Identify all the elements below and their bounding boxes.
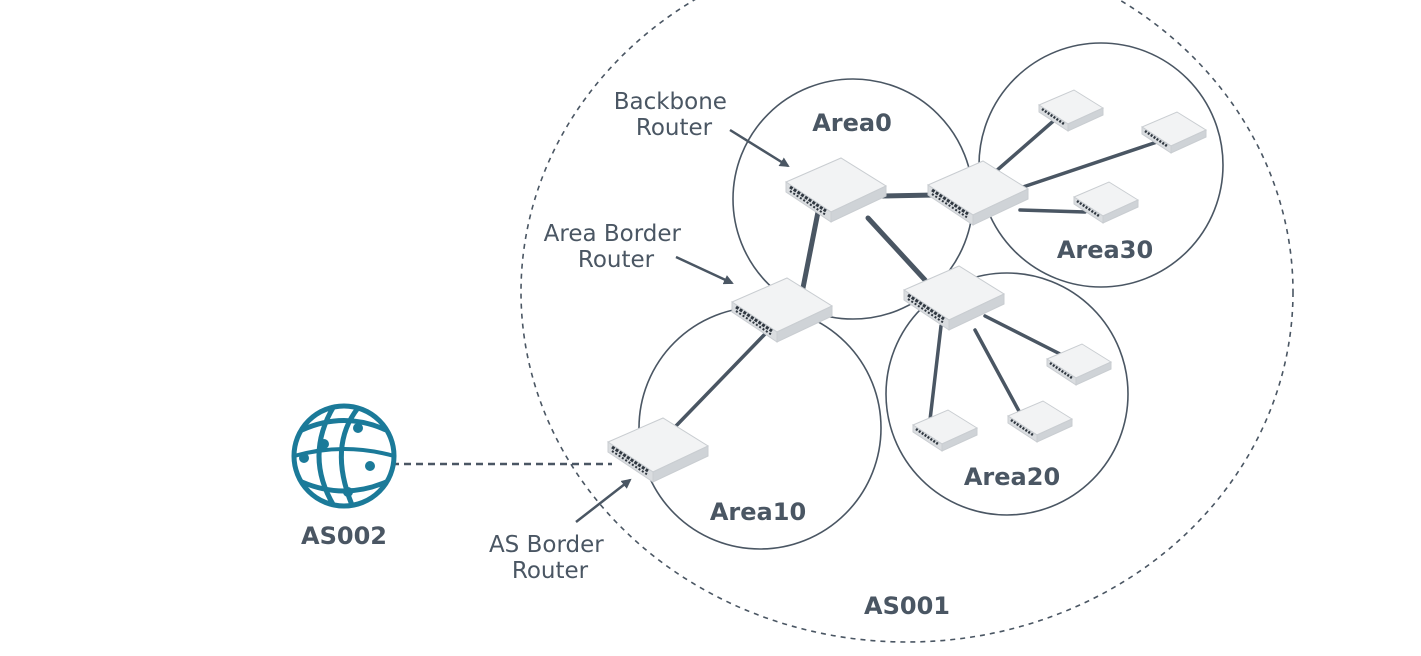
area-border-router-callout: Area Border Router <box>544 221 689 273</box>
as-border-router-arrow <box>575 478 632 523</box>
area0-label: Area0 <box>812 109 892 137</box>
area-border-router-arrow <box>675 255 734 285</box>
router-icon <box>730 276 834 344</box>
globe-icon <box>291 403 397 509</box>
link-area20-router-3 <box>928 324 943 422</box>
router-icon <box>606 416 710 484</box>
router-icon <box>1140 110 1208 155</box>
link-area-border-as-border <box>673 332 767 429</box>
area20-boundary <box>885 272 1129 516</box>
link-area30-router-3 <box>1018 208 1087 214</box>
as001-boundary <box>520 0 1294 643</box>
backbone-router-arrow <box>729 128 790 168</box>
router-icon <box>926 159 1030 227</box>
link-area20-router-1 <box>983 314 1070 360</box>
link-backbone-area0-area30 <box>877 192 938 199</box>
link-backbone-area-border <box>799 209 821 296</box>
as-border-router-callout: AS Border Router <box>489 532 611 584</box>
link-area30-router-2 <box>1018 138 1165 190</box>
area10-label: Area10 <box>710 498 806 526</box>
router-icon <box>784 156 888 224</box>
router-icon <box>1045 342 1113 387</box>
area20-label: Area20 <box>964 463 1060 491</box>
network-links <box>673 115 1165 429</box>
link-area20-router-2 <box>973 328 1022 415</box>
router-icon <box>1072 180 1140 225</box>
backbone-router-callout: Backbone Router <box>614 89 735 141</box>
as-border-router-callout-line2: Router <box>512 558 589 584</box>
link-area30-router-1 <box>993 115 1060 174</box>
area-border-router-callout-line1: Area Border <box>544 221 682 247</box>
router-icon <box>911 408 979 453</box>
area30-label: Area30 <box>1057 236 1153 264</box>
as-border-router-callout-line1: AS Border <box>489 532 604 558</box>
backbone-router-callout-line2: Router <box>636 115 713 141</box>
backbone-router-callout-line1: Backbone <box>614 89 727 115</box>
link-backbone-area20 <box>865 215 928 283</box>
area-border-router-callout-line2: Router <box>578 247 655 273</box>
as001-label: AS001 <box>864 592 950 620</box>
as002-label: AS002 <box>301 522 387 550</box>
